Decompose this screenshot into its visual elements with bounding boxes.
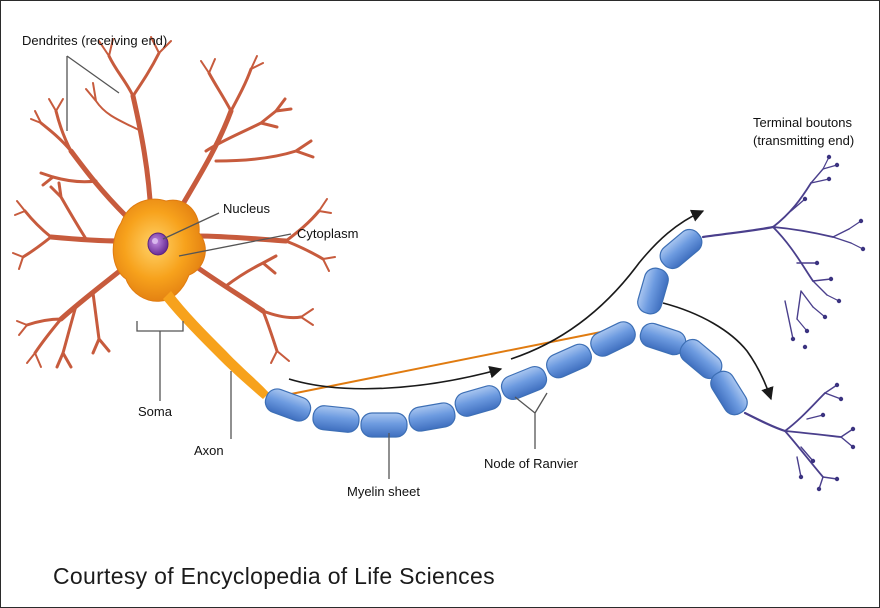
terminal-branches [703,155,865,491]
credit-caption: Courtesy of Encyclopedia of Life Science… [53,563,495,590]
label-cytoplasm: Cytoplasm [297,226,358,241]
nucleolus [152,238,158,244]
label-axon: Axon [194,443,224,458]
label-node-of-ranvier: Node of Ranvier [484,456,579,471]
label-soma: Soma [138,404,173,419]
label-transmitting-end: (transmitting end) [753,133,854,148]
label-myelin-sheet: Myelin sheet [347,484,420,499]
arrow-signal-1 [289,369,501,389]
label-dendrites: Dendrites (receiving end) [22,33,167,48]
nucleus-shape [148,233,168,255]
label-nucleus: Nucleus [223,201,270,216]
label-terminal-boutons: Terminal boutons [753,115,852,130]
